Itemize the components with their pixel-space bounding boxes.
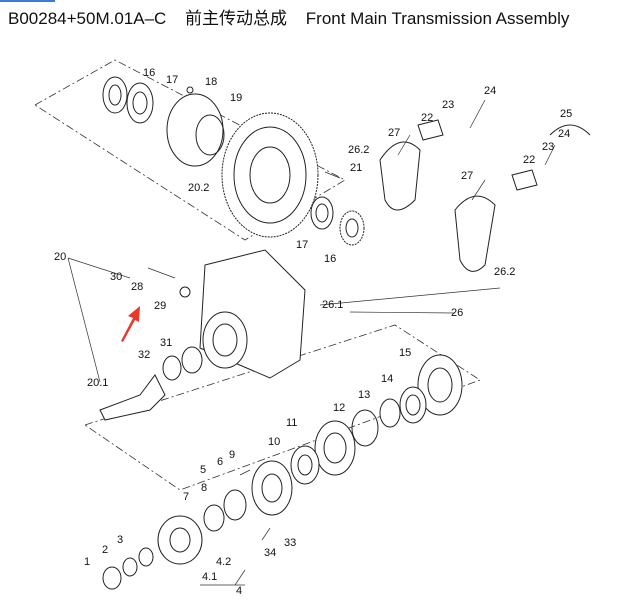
part-label-11: 11 <box>286 417 297 429</box>
part-label-9: 9 <box>229 449 235 461</box>
part-label-30: 30 <box>110 271 122 283</box>
part-label-23: 23 <box>442 99 454 111</box>
part-label-26-2: 26.2 <box>348 144 369 156</box>
part-label-26-2: 26.2 <box>494 266 515 278</box>
part-label-21: 21 <box>350 162 362 174</box>
red-arrow-icon <box>121 306 140 342</box>
part-label-8: 8 <box>201 482 207 494</box>
part-label-26-1: 26.1 <box>322 299 343 311</box>
part-label-20-1: 20.1 <box>87 377 108 389</box>
top-accent-line <box>0 0 55 2</box>
part-label-5: 5 <box>200 464 206 476</box>
title-chinese: 前主传动总成 <box>185 9 288 28</box>
part-label-14: 14 <box>381 373 393 385</box>
part-label-31: 31 <box>160 337 172 349</box>
part-label-20-2: 20.2 <box>188 182 209 194</box>
part-label-16: 16 <box>324 253 336 265</box>
part-label-19: 19 <box>230 92 242 104</box>
part-label-32: 32 <box>138 349 150 361</box>
part-label-24: 24 <box>558 128 570 140</box>
part-label-16: 16 <box>143 67 155 79</box>
page-title: B00284+50M.01A–C 前主传动总成 Front Main Trans… <box>8 4 583 29</box>
part-label-27: 27 <box>461 170 473 182</box>
part-label-4-2: 4.2 <box>216 556 231 568</box>
part-label-17: 17 <box>166 74 178 86</box>
part-label-4: 4 <box>236 585 242 597</box>
part-label-29: 29 <box>154 300 166 312</box>
parts <box>99 76 591 590</box>
part-label-33: 33 <box>284 537 296 549</box>
part-label-20: 20 <box>54 251 66 263</box>
part-label-17: 17 <box>296 239 308 251</box>
part-label-34: 34 <box>264 547 276 559</box>
part-label-23: 23 <box>542 141 554 153</box>
dash-outlines <box>34 59 481 491</box>
part-label-26: 26 <box>451 307 463 319</box>
part-label-10: 10 <box>268 436 280 448</box>
part-label-22: 22 <box>523 154 535 166</box>
leader-lines <box>67 257 501 586</box>
part-label-13: 13 <box>358 389 370 401</box>
part-label-24: 24 <box>484 85 496 97</box>
part-label-27: 27 <box>388 127 400 139</box>
part-label-12: 12 <box>333 402 345 414</box>
part-code: B00284+50M.01A–C <box>8 9 167 28</box>
part-label-1: 1 <box>84 556 90 568</box>
part-label-7: 7 <box>183 491 189 503</box>
part-label-15: 15 <box>399 347 411 359</box>
part-label-4-1: 4.1 <box>202 571 217 583</box>
part-label-22: 22 <box>421 112 433 124</box>
title-english: Front Main Transmission Assembly <box>305 9 570 28</box>
part-label-28: 28 <box>131 281 143 293</box>
part-label-18: 18 <box>205 76 217 88</box>
part-label-6: 6 <box>217 456 223 468</box>
part-label-2: 2 <box>102 544 108 556</box>
part-label-3: 3 <box>117 534 123 546</box>
part-label-25: 25 <box>560 108 572 120</box>
